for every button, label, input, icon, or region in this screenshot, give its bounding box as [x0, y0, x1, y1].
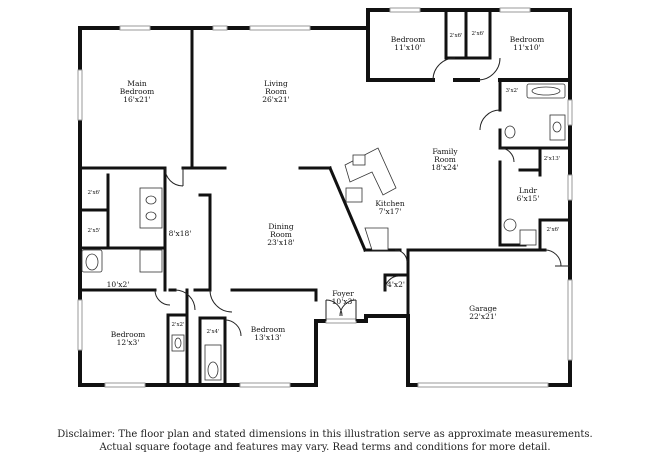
family-room-name-1: Family	[432, 147, 458, 156]
closet-label: 2'x2'	[171, 322, 184, 328]
closet-label: 2'x13'	[544, 156, 561, 162]
interior-walls	[78, 8, 572, 387]
entry-closet-label: 4'x2'	[387, 280, 405, 289]
fixtures	[81, 83, 566, 381]
doors	[154, 57, 570, 337]
closet-label: 2'x4'	[206, 329, 219, 335]
foyer-name: Foyer	[332, 289, 354, 298]
closet-label: 2'x6'	[546, 227, 559, 233]
windows	[77, 7, 573, 388]
bedroom-bottom-left-dims: 12'x3'	[117, 338, 140, 347]
bedroom-bottom-mid-name: Bedroom	[251, 325, 285, 334]
living-room-name-2: Room	[265, 87, 287, 96]
disclaimer-line-1: Disclaimer: The floor plan and stated di…	[57, 429, 593, 440]
disclaimer-line-2: Actual square footage and features may v…	[99, 442, 551, 453]
main-bedroom-name-2: Bedroom	[120, 87, 154, 96]
laundry-dims: 6'x15'	[517, 194, 540, 203]
bedroom-bottom-left-name: Bedroom	[111, 330, 145, 339]
closet-label: 2'x6'	[471, 31, 484, 37]
dining-room-name-2: Room	[270, 230, 292, 239]
foyer-dims: 10'x3'	[332, 297, 355, 306]
living-room-dims: 26'x21'	[262, 95, 289, 104]
disclaimer: Disclaimer: The floor plan and stated di…	[0, 428, 650, 454]
kitchen-dims: 7'x17'	[379, 207, 402, 216]
main-bedroom-dims: 16'x21'	[123, 95, 150, 104]
dining-room-name-1: Dining	[268, 222, 293, 231]
closet-label: 2'x6'	[87, 190, 100, 196]
laundry-name: Lndr	[519, 186, 538, 195]
garage-name: Garage	[469, 304, 497, 313]
closet-label: 2'x5'	[87, 228, 100, 234]
kitchen-name: Kitchen	[375, 199, 404, 208]
bedroom-bottom-mid-dims: 13'x13'	[254, 333, 281, 342]
garage-dims: 22'x21'	[469, 312, 496, 321]
closet-label: 2'x6'	[449, 33, 462, 39]
closet-label: 3'x2'	[505, 88, 518, 94]
main-bedroom-name-1: Main	[127, 79, 147, 88]
closet-labels: 2'x6' 2'x6' 3'x2' 2'x13' 2'x6' 2'x6' 2'x…	[87, 31, 560, 335]
hall-dims: 8'x18'	[169, 229, 192, 238]
bedroom-top-right-name: Bedroom	[510, 35, 544, 44]
bedroom-top-right-dims: 11'x10'	[513, 43, 540, 52]
family-room-dims: 18'x24'	[431, 163, 458, 172]
bedroom-top-left-name: Bedroom	[391, 35, 425, 44]
hall-closet-label: 10'x2'	[107, 280, 130, 289]
room-labels: Main Bedroom 16'x21' Living Room 26'x21'…	[111, 35, 544, 347]
living-room-name-1: Living	[264, 79, 288, 88]
bedroom-top-left-dims: 11'x10'	[394, 43, 421, 52]
family-room-name-2: Room	[434, 155, 456, 164]
dining-room-dims: 23'x18'	[267, 238, 294, 247]
